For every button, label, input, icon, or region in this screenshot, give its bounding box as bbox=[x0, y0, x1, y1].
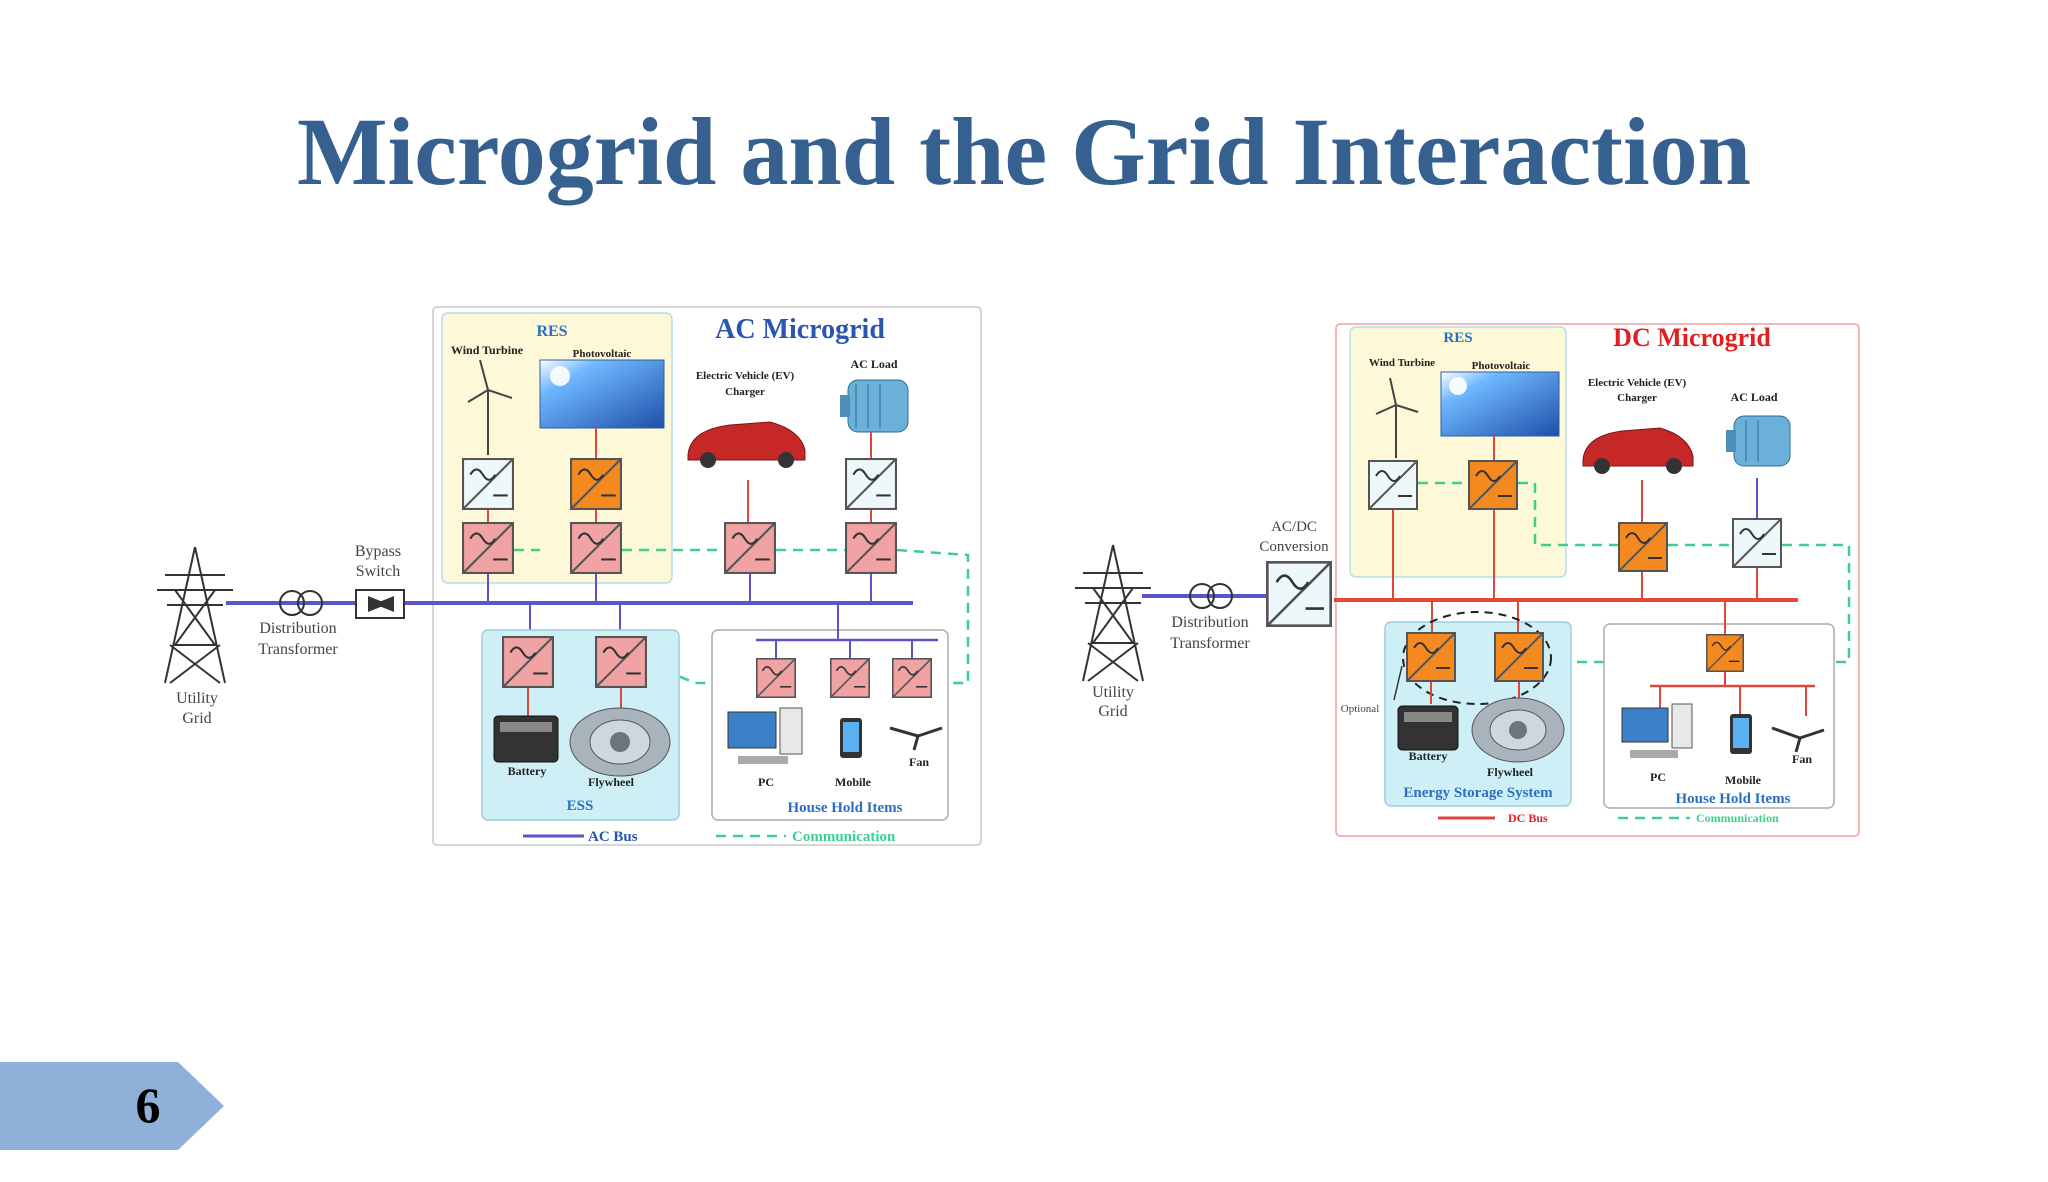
ac-mobile-label: Mobile bbox=[835, 775, 872, 789]
ac-wind-label: Wind Turbine bbox=[451, 343, 524, 357]
ac-ess-converter-1 bbox=[502, 636, 554, 688]
dc-utility-label-1: Utility bbox=[1092, 684, 1134, 701]
dc-pc-icon bbox=[1621, 703, 1693, 758]
dc-ess-converter-2 bbox=[1494, 632, 1544, 682]
dc-utility-tower-icon bbox=[1074, 544, 1152, 682]
ac-res-label: RES bbox=[536, 323, 567, 340]
dc-pv-label: Photovoltaic bbox=[1472, 360, 1531, 372]
dc-microgrid: DC Microgrid RES Wind Turbine Photovolta… bbox=[1074, 323, 1860, 837]
dc-res-label: RES bbox=[1443, 330, 1472, 346]
ac-load-converter-2 bbox=[845, 522, 897, 574]
dc-utility-label-2: Grid bbox=[1098, 703, 1127, 720]
dc-communication-line bbox=[1418, 481, 1851, 664]
ac-fan-icon bbox=[889, 726, 943, 751]
dc-dist-label-2: Transformer bbox=[1170, 635, 1250, 652]
ac-pv-converter-2 bbox=[570, 522, 622, 574]
slide-title: Microgrid and the Grid Interaction bbox=[296, 98, 1752, 205]
ac-utility-tower-icon bbox=[156, 546, 234, 684]
ac-battery-label: Battery bbox=[508, 764, 547, 778]
dc-optional-marker bbox=[1402, 611, 1552, 705]
dc-load-converter bbox=[1732, 518, 1782, 568]
ac-pv-converter-1 bbox=[570, 458, 622, 510]
dc-load-label: AC Load bbox=[1730, 390, 1777, 404]
ac-load-converter-1 bbox=[845, 458, 897, 510]
ac-communication-line bbox=[514, 548, 970, 685]
ac-wind-converter-1 bbox=[462, 458, 514, 510]
dc-battery-label: Battery bbox=[1409, 749, 1448, 763]
ac-dist-label-2: Transformer bbox=[258, 641, 338, 658]
dc-ev-label-2: Charger bbox=[1617, 392, 1657, 404]
ac-pc-converter bbox=[756, 658, 796, 698]
ac-mobile-icon bbox=[840, 718, 862, 758]
ac-microgrid: AC Microgrid RES Wind Turbine Photovolta… bbox=[156, 306, 982, 846]
dc-acdc-converter bbox=[1266, 561, 1332, 627]
ac-legend-comm: Communication bbox=[792, 829, 896, 845]
page-number: 6 bbox=[135, 1077, 161, 1133]
ac-household-label: House Hold Items bbox=[787, 800, 902, 816]
ac-legend-bus: AC Bus bbox=[588, 829, 638, 845]
ac-title: AC Microgrid bbox=[715, 314, 885, 345]
ac-wind-turbine-icon bbox=[467, 359, 513, 455]
ac-fan-label: Fan bbox=[909, 755, 929, 769]
dc-flywheel-label: Flywheel bbox=[1487, 765, 1534, 779]
ac-fan-converter bbox=[892, 658, 932, 698]
dc-mobile-label: Mobile bbox=[1725, 773, 1762, 787]
ac-motor-icon bbox=[840, 379, 909, 433]
ac-pc-label: PC bbox=[758, 775, 774, 789]
ac-ess-label: ESS bbox=[567, 798, 594, 814]
dc-pc-label: PC bbox=[1650, 770, 1666, 784]
ac-pv-label: Photovoltaic bbox=[573, 348, 632, 360]
ac-load-label: AC Load bbox=[850, 357, 897, 371]
dc-ess-label: Energy Storage System bbox=[1403, 785, 1553, 801]
dc-legend-comm: Communication bbox=[1696, 811, 1779, 825]
ac-pc-icon bbox=[727, 707, 803, 764]
ac-ev-label-1: Electric Vehicle (EV) bbox=[696, 370, 795, 382]
dc-wind-converter bbox=[1368, 460, 1418, 510]
dc-transformer-icon bbox=[1189, 583, 1233, 609]
dc-battery-icon bbox=[1397, 705, 1459, 751]
ac-ess-converter-2 bbox=[595, 636, 647, 688]
dc-conv-label-2: Conversion bbox=[1259, 539, 1329, 555]
ac-dist-label-1: Distribution bbox=[259, 620, 336, 637]
ac-utility-label-1: Utility bbox=[176, 690, 218, 707]
dc-ev-converter bbox=[1618, 522, 1668, 572]
ac-ev-car-icon bbox=[687, 421, 806, 468]
ac-mobile-converter bbox=[830, 658, 870, 698]
ac-ev-label-2: Charger bbox=[725, 386, 765, 398]
dc-dist-label-1: Distribution bbox=[1171, 614, 1248, 631]
dc-household-panel bbox=[1603, 623, 1835, 809]
ac-transformer-icon bbox=[279, 590, 323, 616]
dc-pv-converter bbox=[1468, 460, 1518, 510]
ac-utility-label-2: Grid bbox=[182, 710, 211, 727]
ac-bypass-label-2: Switch bbox=[356, 563, 400, 580]
dc-ev-car-icon bbox=[1582, 427, 1694, 474]
dc-wind-turbine-icon bbox=[1375, 377, 1419, 458]
dc-title: DC Microgrid bbox=[1613, 323, 1771, 352]
dc-motor-icon bbox=[1726, 415, 1791, 467]
ac-wind-converter-2 bbox=[462, 522, 514, 574]
dc-conv-label-1: AC/DC bbox=[1271, 519, 1317, 535]
ac-ev-converter bbox=[724, 522, 776, 574]
dc-ess-converter-1 bbox=[1406, 632, 1456, 682]
dc-fan-label: Fan bbox=[1792, 752, 1812, 766]
dc-household-converter bbox=[1706, 634, 1744, 672]
ac-flywheel-label: Flywheel bbox=[588, 775, 635, 789]
dc-legend-bus: DC Bus bbox=[1508, 811, 1548, 825]
dc-flywheel-icon bbox=[1471, 697, 1565, 763]
ac-battery-icon bbox=[493, 715, 559, 763]
page-number-tab bbox=[0, 1062, 224, 1150]
ac-flywheel-icon bbox=[569, 707, 671, 777]
ac-bypass-label-1: Bypass bbox=[355, 543, 401, 560]
dc-household-label: House Hold Items bbox=[1675, 791, 1790, 807]
dc-wind-label: Wind Turbine bbox=[1369, 357, 1435, 369]
dc-optional-label: Optional bbox=[1341, 703, 1380, 715]
dc-ev-label-1: Electric Vehicle (EV) bbox=[1588, 377, 1687, 389]
ac-bypass-switch-icon bbox=[355, 589, 405, 619]
dc-mobile-icon bbox=[1730, 714, 1752, 754]
dc-fan-icon bbox=[1771, 726, 1825, 753]
